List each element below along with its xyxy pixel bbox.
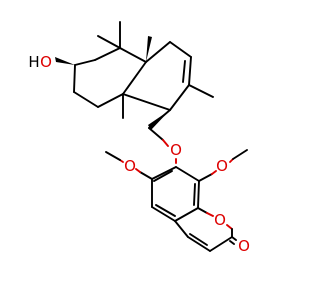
bond [198, 173, 213, 182]
bond [197, 180, 200, 209]
bond [189, 233, 208, 246]
bond [193, 183, 196, 206]
hydroxyl-wedge [55, 57, 75, 65]
methoxy-o-label: O [216, 157, 228, 175]
bond [188, 56, 192, 86]
bond [155, 204, 176, 217]
bond [153, 170, 173, 182]
bond [151, 206, 176, 222]
bond [74, 59, 96, 66]
bond [209, 236, 233, 252]
bond [232, 149, 248, 160]
bond [182, 60, 186, 83]
bond [169, 84, 190, 111]
bond [148, 127, 164, 141]
methoxy-o-label: O [124, 157, 136, 175]
bond [175, 166, 200, 182]
ring-o-label: O [214, 211, 226, 229]
bond [169, 41, 192, 58]
bond [139, 171, 153, 180]
bond [174, 207, 199, 222]
bond [119, 47, 147, 63]
ether-o-label: O [170, 141, 182, 159]
bond [231, 236, 237, 241]
bond [97, 93, 124, 108]
decalin-bonds [73, 21, 214, 147]
bond [162, 139, 169, 147]
ch2-wedge [148, 110, 170, 130]
hydroxyl-o-label: O [40, 53, 52, 71]
molecule-drawing: H O O O O O O [28, 21, 250, 255]
carbonyl-o-label: O [238, 237, 250, 255]
h-wedge [146, 36, 152, 62]
bond [145, 41, 171, 63]
bond [229, 240, 235, 245]
bond [94, 47, 121, 61]
bond [135, 168, 141, 173]
hydroxyl-h-label: H [28, 53, 39, 71]
bond [206, 212, 214, 217]
stereo-wedges [55, 36, 170, 130]
coumarin-bonds [105, 149, 248, 252]
bond [211, 170, 217, 175]
bond [97, 35, 121, 49]
bond [73, 91, 99, 108]
bond [151, 166, 177, 180]
bond [73, 64, 76, 93]
bond [174, 220, 189, 238]
bond [188, 84, 214, 98]
bond [122, 93, 171, 111]
bond [197, 207, 208, 214]
structure-diagram: H O O O O O O [28, 21, 250, 255]
bond [122, 61, 147, 95]
atom-labels: H O O O O O O [28, 53, 250, 255]
bond [226, 224, 233, 230]
bond [105, 151, 121, 161]
bond [187, 236, 211, 252]
